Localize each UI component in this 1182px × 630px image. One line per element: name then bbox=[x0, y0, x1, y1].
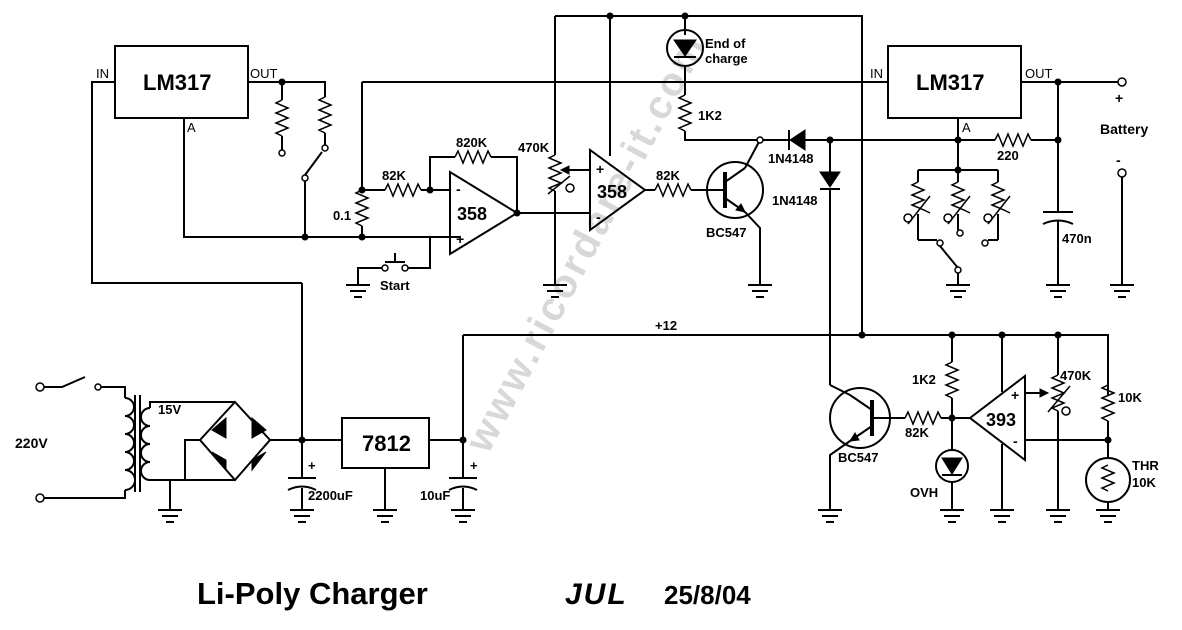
label-battery: Battery bbox=[1100, 121, 1148, 137]
label-15v: 15V bbox=[158, 402, 181, 417]
label-eoc-1: End of bbox=[705, 36, 746, 51]
svg-text:-: - bbox=[596, 209, 601, 225]
svg-text:358: 358 bbox=[597, 182, 627, 202]
label-1k2-b: 1K2 bbox=[912, 372, 936, 387]
label-eoc-2: charge bbox=[705, 51, 748, 66]
svg-text:7812: 7812 bbox=[362, 431, 411, 456]
svg-text:358: 358 bbox=[457, 204, 487, 224]
label-82k-b: 82K bbox=[656, 168, 680, 183]
label-10k: 10K bbox=[1118, 390, 1142, 405]
svg-text:+: + bbox=[308, 458, 316, 473]
label-10uf: 10uF bbox=[420, 488, 450, 503]
svg-text:+: + bbox=[456, 231, 464, 247]
title: Li-Poly Charger bbox=[197, 576, 428, 611]
svg-text:-: - bbox=[456, 181, 461, 197]
label-start: Start bbox=[380, 278, 410, 293]
opamp-1: 358 - + bbox=[449, 170, 519, 256]
label-plus12: +12 bbox=[655, 318, 677, 333]
watermark: www.ricordare-it.com bbox=[457, 26, 716, 460]
label-1k2-a: 1K2 bbox=[698, 108, 722, 123]
svg-text:+: + bbox=[596, 161, 604, 177]
label-thr-1: THR bbox=[1132, 458, 1159, 473]
svg-text:OUT: OUT bbox=[1025, 66, 1053, 81]
bridge-rectifier bbox=[198, 400, 272, 482]
svg-text:+: + bbox=[1115, 90, 1123, 106]
comparator-393: 393 + - bbox=[968, 373, 1026, 463]
regulator-7812: 7812 bbox=[341, 417, 430, 469]
label-82k-a: 82K bbox=[382, 168, 406, 183]
label-2200uf: 2200uF bbox=[308, 488, 353, 503]
svg-text:A: A bbox=[962, 120, 971, 135]
svg-text:IN: IN bbox=[870, 66, 883, 81]
date: 25/8/04 bbox=[664, 580, 751, 610]
label-220: 220 bbox=[997, 148, 1019, 163]
label-820k: 820K bbox=[456, 135, 488, 150]
svg-text:-: - bbox=[1013, 433, 1018, 449]
label-220v: 220V bbox=[15, 435, 48, 451]
author: JUL bbox=[565, 578, 628, 611]
svg-text:BC547: BC547 bbox=[838, 450, 878, 465]
reg-left-adj-pin: A bbox=[187, 120, 196, 135]
svg-text:+: + bbox=[1011, 387, 1019, 403]
label-470k-a: 470K bbox=[518, 140, 550, 155]
reg-left-label: LM317 bbox=[143, 70, 211, 95]
reg-left-in-pin: IN bbox=[96, 66, 109, 81]
svg-text:-: - bbox=[1116, 152, 1121, 168]
transistor-q2: BC547 bbox=[829, 387, 905, 465]
regulator-left: LM317 IN OUT A bbox=[96, 45, 278, 135]
label-470n: 470n bbox=[1062, 231, 1092, 246]
opamp-2: 358 + - bbox=[589, 148, 647, 232]
regulator-right: LM317 IN OUT A bbox=[870, 45, 1053, 135]
svg-text:+: + bbox=[470, 458, 478, 473]
label-82k-c: 82K bbox=[905, 425, 929, 440]
label-1n4148-a: 1N4148 bbox=[768, 151, 814, 166]
transistor-q1: BC547 bbox=[706, 161, 764, 240]
label-thr-2: 10K bbox=[1132, 475, 1156, 490]
reg-left-out-pin: OUT bbox=[250, 66, 278, 81]
svg-text:LM317: LM317 bbox=[916, 70, 984, 95]
label-1n4148-b: 1N4148 bbox=[772, 193, 818, 208]
label-470k-b: 470K bbox=[1060, 368, 1092, 383]
label-ovh: OVH bbox=[910, 485, 938, 500]
label-0-1: 0.1 bbox=[333, 208, 351, 223]
svg-text:393: 393 bbox=[986, 410, 1016, 430]
svg-text:BC547: BC547 bbox=[706, 225, 746, 240]
